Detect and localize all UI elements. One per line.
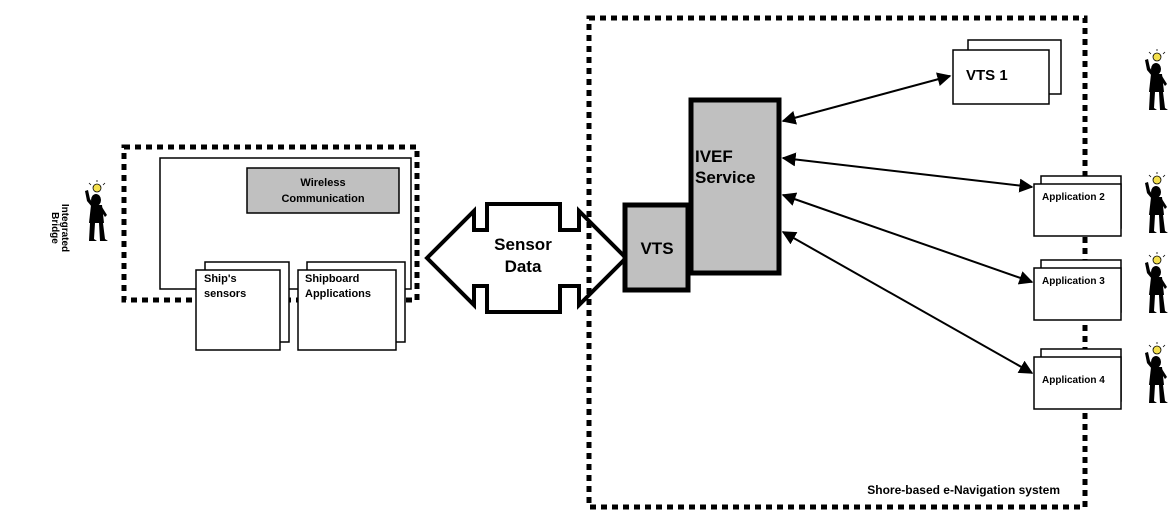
sensor-data-label-line1: Sensor [494, 235, 552, 254]
vts1-box: VTS 1 [952, 39, 1062, 105]
ivef-application4-connection [781, 231, 1034, 374]
ivef-vts1-connection [781, 72, 952, 125]
wireless-label-line2: Communication [281, 193, 364, 205]
ivef-application2-connection [781, 152, 1034, 193]
bridge-operator-icon [84, 179, 109, 242]
integrated-bridge-label-line2: Bridge [49, 212, 60, 244]
ships-sensors-label-line2: sensors [204, 288, 246, 300]
application-4-box: Application 4 [1033, 348, 1122, 410]
application-3-box: Application 3 [1033, 259, 1122, 321]
ivef-service-box: IVEF Service [688, 97, 782, 276]
application-3-label: Application 3 [1042, 276, 1105, 287]
shore-system-label: Shore-based e-Navigation system [867, 483, 1060, 497]
sensor-data-label-line2: Data [505, 257, 542, 276]
shipboard-applications-label-line2: Applications [305, 288, 371, 300]
application3-operator-icon [1144, 251, 1169, 314]
application-2-label: Application 2 [1042, 192, 1105, 203]
sensor-data-arrow: Sensor Data [424, 202, 629, 314]
ivef-label-line2: Service [695, 168, 756, 187]
application4-operator-icon [1144, 341, 1169, 404]
shipboard-applications-box: Shipboard Applications [297, 261, 406, 351]
vts1-operator-icon [1144, 48, 1169, 111]
ivef-application3-connection [781, 192, 1034, 285]
application-2-box: Application 2 [1033, 175, 1122, 237]
ivef-label-line1: IVEF [695, 147, 733, 166]
ships-sensors-box: Ship's sensors [195, 261, 290, 351]
vts-box: VTS [622, 202, 691, 293]
wireless-label-line1: Wireless [300, 177, 345, 189]
ships-sensors-label-line1: Ship's [204, 273, 237, 285]
integrated-bridge-label: Integrated Bridge [49, 204, 70, 252]
integrated-bridge-label-line1: Integrated [59, 204, 70, 252]
application-4-label: Application 4 [1042, 375, 1105, 386]
vts-label: VTS [640, 239, 673, 258]
wireless-communication-box: Wireless Communication [246, 167, 400, 214]
integrated-bridge-boundary [121, 144, 420, 303]
application2-operator-icon [1144, 171, 1169, 234]
shipboard-applications-label-line1: Shipboard [305, 273, 359, 285]
vts1-label: VTS 1 [966, 67, 1008, 84]
